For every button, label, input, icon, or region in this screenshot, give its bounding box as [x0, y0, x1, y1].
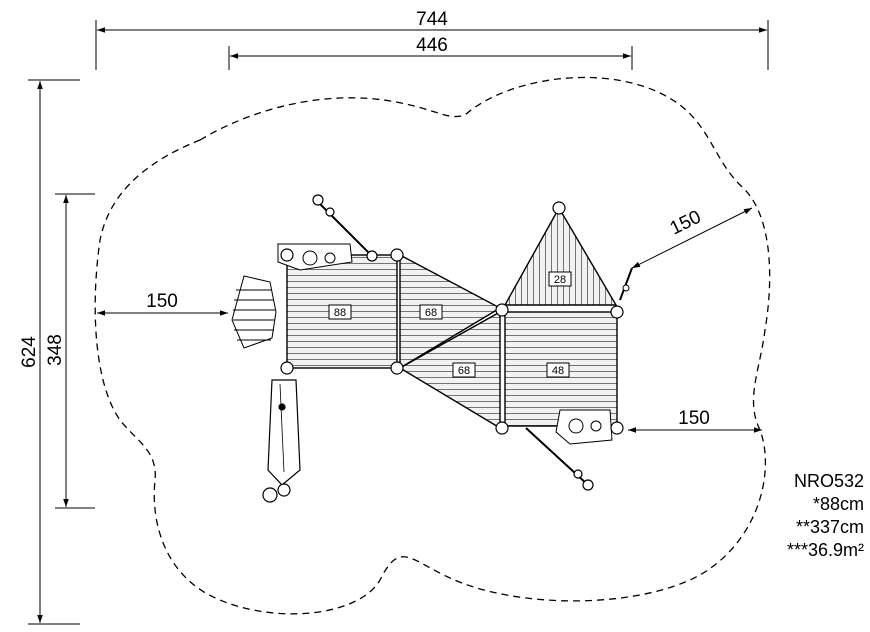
clearance-right-label: 150 — [678, 408, 710, 429]
deck-48-label: 48 — [552, 365, 564, 377]
deck-68-upper — [399, 253, 502, 370]
posts — [280, 201, 624, 435]
dimension-clearance-right: 150 — [628, 408, 762, 433]
steering-panel-top — [277, 243, 353, 271]
deck-68-lower-label: 68 — [458, 365, 470, 377]
telescope-bottom — [525, 427, 594, 491]
free-height: *88cm — [812, 494, 864, 514]
steering-panel-bottom — [555, 409, 613, 445]
safety-zone-outline — [94, 76, 771, 615]
dimension-structure-depth: 348 — [45, 193, 95, 509]
structure-depth-label: 348 — [45, 334, 66, 366]
telescope-top — [312, 194, 373, 257]
rope-climber — [231, 275, 277, 349]
overall-depth-label: 624 — [19, 336, 40, 368]
safety-area: ***36.9m² — [786, 540, 864, 560]
side-rail — [619, 267, 633, 301]
deck-68-upper-label: 68 — [425, 307, 437, 319]
slide — [262, 379, 301, 503]
deck-88-label: 88 — [334, 307, 346, 319]
dimension-structure-width: 446 — [228, 35, 633, 70]
roof-28-label: 28 — [554, 274, 566, 286]
overall-width-label: 744 — [416, 9, 448, 30]
clearance-left-label: 150 — [146, 291, 178, 312]
dimension-overall-width: 744 — [95, 9, 769, 70]
structure-width-label: 446 — [416, 35, 448, 56]
dimension-clearance-top-right: 150 — [631, 207, 753, 269]
total-height: **337cm — [795, 517, 864, 537]
roof-triangle — [503, 206, 618, 306]
deck-height-tags: 88 68 68 48 28 — [328, 271, 572, 378]
product-info: NRO532 *88cm **337cm ***36.9m² — [787, 470, 864, 562]
deck-68-lower — [398, 310, 501, 430]
dimension-overall-depth: 624 — [19, 79, 80, 625]
dimension-clearance-left: 150 — [97, 291, 228, 316]
model-name: NRO532 — [793, 471, 864, 491]
